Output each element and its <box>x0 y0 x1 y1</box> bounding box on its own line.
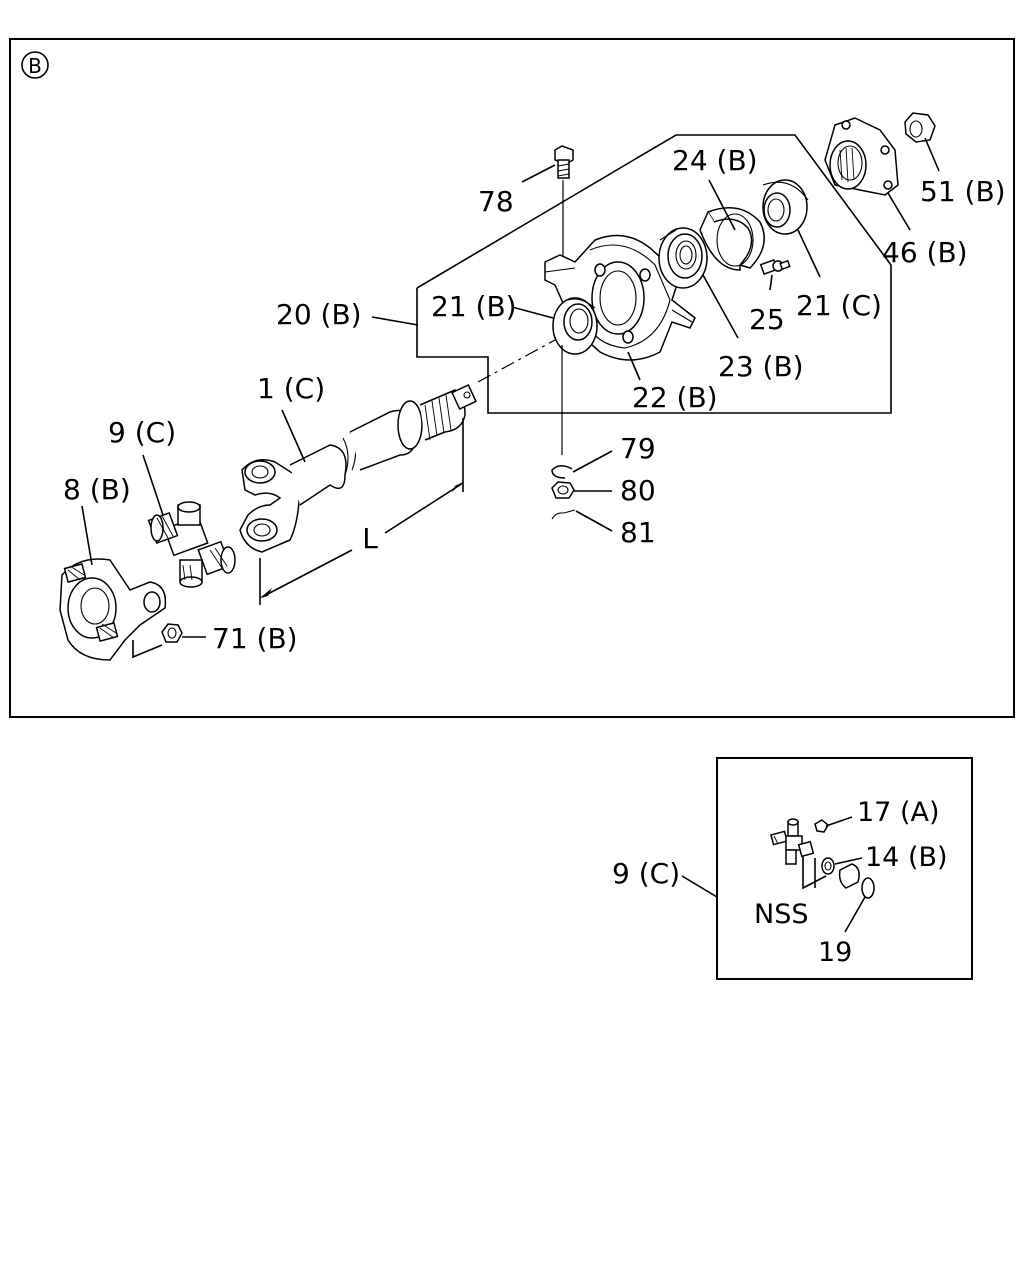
label-21c: 21 (C) <box>796 289 882 322</box>
leader-lines <box>81 137 940 638</box>
flange-yoke-8b <box>59 558 167 661</box>
inset-label-19: 19 <box>818 937 852 968</box>
label-9c: 9 (C) <box>108 416 176 449</box>
inset-label-14b: 14 (B) <box>865 842 948 873</box>
label-22b: 22 (B) <box>632 381 718 414</box>
inset-cup <box>838 863 860 889</box>
slinger-24b <box>699 207 765 271</box>
grease-nipple-25 <box>759 258 791 276</box>
label-80: 80 <box>620 474 656 507</box>
inset-leader-lines <box>802 816 866 933</box>
section-badge-letter: B <box>28 54 42 78</box>
section-badge: B <box>21 51 49 79</box>
label-25: 25 <box>749 303 785 336</box>
bolt-78 <box>554 145 574 179</box>
inset-spider <box>770 818 815 865</box>
castle-nut-80 <box>551 481 575 499</box>
shaft-1c <box>239 384 477 553</box>
label-46b: 46 (B) <box>882 236 968 269</box>
label-51b: 51 (B) <box>920 175 1006 208</box>
nut-51b <box>904 112 936 143</box>
inset-callout-leader <box>681 875 718 898</box>
inset-frame <box>716 757 973 980</box>
assembly-centerline <box>477 339 556 383</box>
inset-callout-label: 9 (C) <box>612 857 680 890</box>
label-78: 78 <box>478 185 514 218</box>
nut-71b <box>161 623 183 643</box>
label-20b: 20 (B) <box>276 298 362 331</box>
label-71b: 71 (B) <box>212 622 298 655</box>
label-8b: 8 (B) <box>63 473 131 506</box>
label-24b: 24 (B) <box>672 144 758 177</box>
inset-label-17a: 17 (A) <box>857 797 939 828</box>
bearing-23b <box>658 227 708 289</box>
flange-yoke-46b <box>824 117 899 196</box>
inset-seal-14b <box>821 857 835 875</box>
label-81: 81 <box>620 516 656 549</box>
dim-l-label: L <box>362 522 378 555</box>
cotter-pin-81 <box>551 509 576 520</box>
inset-label-nss: NSS <box>754 899 808 930</box>
leader-8b-71b <box>132 640 163 659</box>
label-79: 79 <box>620 432 656 465</box>
label-23b: 23 (B) <box>718 350 804 383</box>
dimension-l: L <box>259 418 464 605</box>
seal-21b <box>552 297 598 355</box>
ujoint-9c <box>147 501 236 588</box>
main-frame <box>9 38 1015 718</box>
label-21b: 21 (B) <box>431 290 517 323</box>
inset-fitting-17a <box>814 819 829 833</box>
inset-snap-ring-19 <box>861 877 875 899</box>
group-boundary-20b <box>416 134 892 414</box>
clip-79 <box>551 465 573 479</box>
seal-21c <box>762 179 809 235</box>
label-1c: 1 (C) <box>257 372 325 405</box>
